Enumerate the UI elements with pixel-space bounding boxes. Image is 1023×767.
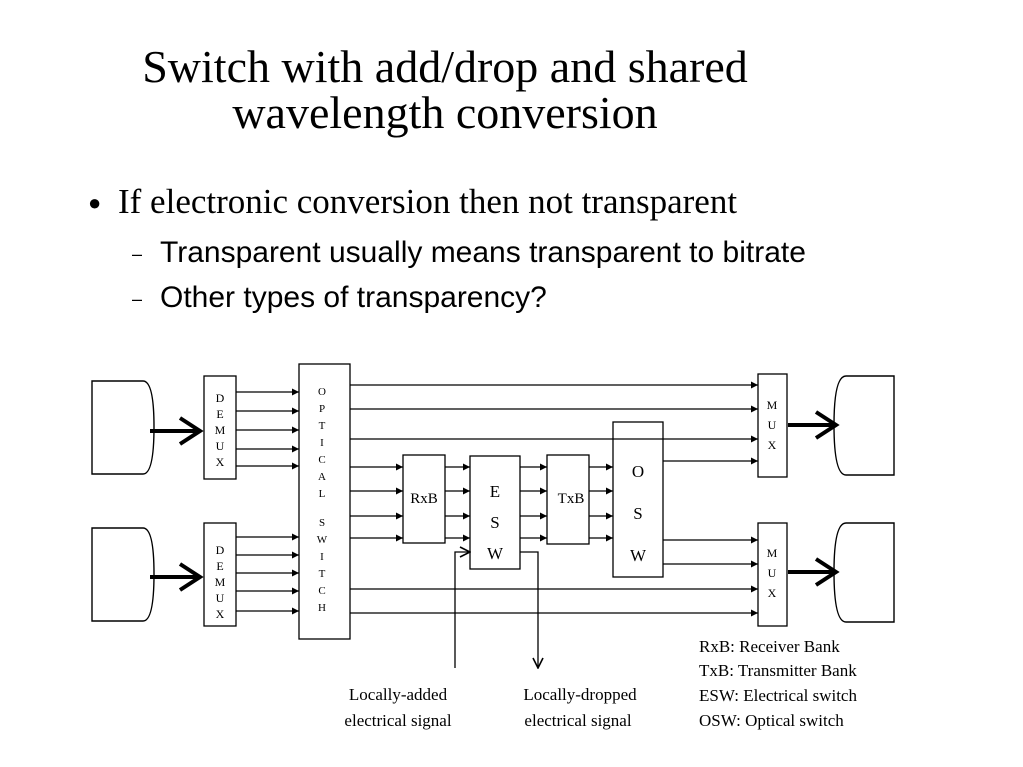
optical-switch-letter: I (320, 551, 324, 563)
txb-to-osw-arrows (589, 463, 613, 542)
dash-icon: – (132, 244, 143, 264)
sub-bullet-text: Transparent usually means transparent to… (160, 236, 806, 269)
esw-to-txb-arrows (520, 463, 547, 542)
legend-item: TxB: Transmitter Bank (699, 661, 857, 680)
added-signal-label-line1: Locally-added (349, 685, 448, 704)
mux-letter: X (768, 586, 777, 600)
osw-letter: O (632, 462, 644, 481)
txb-block (546, 454, 590, 545)
demux-letter: X (216, 607, 225, 621)
optical-switch-letter: T (319, 568, 326, 580)
bullet-dot-icon: ● (88, 190, 102, 215)
slide-title: Switch with add/drop and shared waveleng… (0, 44, 890, 136)
esw-letter: W (487, 544, 504, 563)
dropped-signal-label-line2: electrical signal (524, 711, 631, 730)
input-fiber-top (91, 380, 155, 475)
optical-switch-letter: T (319, 420, 326, 432)
optical-switch-letter: W (317, 534, 328, 546)
switch-to-mux-arrows (350, 381, 758, 617)
legend-item: OSW: Optical switch (699, 711, 844, 730)
input-fiber-bottom (91, 527, 155, 622)
dropped-signal-label-line1: Locally-dropped (523, 685, 637, 704)
fiber-arrow-icon (788, 410, 840, 587)
demux-letter: E (216, 407, 223, 421)
fiber-arrow-icon (150, 416, 204, 592)
optical-switch-letter: S (319, 517, 325, 529)
demux-to-switch-arrows (236, 388, 299, 615)
output-fiber-bottom (833, 522, 895, 623)
mux-letter: X (768, 438, 777, 452)
demux-letter: X (216, 455, 225, 469)
bullet-text: If electronic conversion then not transp… (118, 182, 738, 221)
rxb-block (402, 454, 446, 544)
mux-letter: M (767, 398, 778, 412)
demux-letter: M (215, 575, 226, 589)
txb-label: TxB (558, 491, 585, 507)
title-line-2: wavelength conversion (232, 87, 658, 138)
sub-bullet-text: Other types of transparency? (160, 281, 547, 314)
rxb-label: RxB (410, 491, 438, 507)
esw-block (469, 455, 521, 570)
osw-letter: W (630, 546, 647, 565)
demux-block-bottom (203, 522, 237, 627)
rxb-to-esw-arrows (445, 463, 470, 542)
legend-item: ESW: Electrical switch (699, 686, 857, 705)
optical-switch-letter: C (318, 454, 325, 466)
optical-switch-letter: A (318, 471, 326, 483)
dash-icon: – (132, 289, 143, 309)
demux-letter: D (216, 543, 225, 557)
optical-switch-letter: O (318, 386, 326, 398)
optical-switch-letter: L (319, 488, 326, 500)
demux-letter: E (216, 559, 223, 573)
demux-letter: D (216, 391, 225, 405)
output-fiber-top (833, 375, 895, 476)
esw-letter: S (490, 513, 499, 532)
demux-letter: U (216, 439, 225, 453)
mux-letter: U (768, 566, 777, 580)
title-line-1: Switch with add/drop and shared (142, 41, 748, 92)
demux-letter: M (215, 423, 226, 437)
drop-signal-arrow (520, 551, 538, 668)
added-signal-label-line2: electrical signal (344, 711, 451, 730)
optical-switch-block (298, 363, 351, 640)
mux-letter: M (767, 546, 778, 560)
mux-block-bottom (757, 522, 788, 627)
optical-switch-letter: I (320, 437, 324, 449)
switch-to-rxb-arrows (350, 463, 403, 542)
optical-switch-letter: C (318, 585, 325, 597)
optical-switch-letter: P (319, 403, 325, 415)
add-signal-arrow (454, 552, 470, 668)
legend: RxB: Receiver Bank TxB: Transmitter Bank… (699, 637, 857, 730)
legend-item: RxB: Receiver Bank (699, 637, 840, 656)
mux-block-top (757, 373, 788, 478)
demux-letter: U (216, 591, 225, 605)
osw-block (612, 421, 664, 578)
optical-switch-letter: H (318, 602, 326, 614)
mux-letter: U (768, 418, 777, 432)
osw-letter: S (633, 504, 642, 523)
demux-block-top (203, 375, 237, 480)
osw-to-mux-arrows (663, 457, 758, 568)
esw-letter: E (490, 482, 500, 501)
